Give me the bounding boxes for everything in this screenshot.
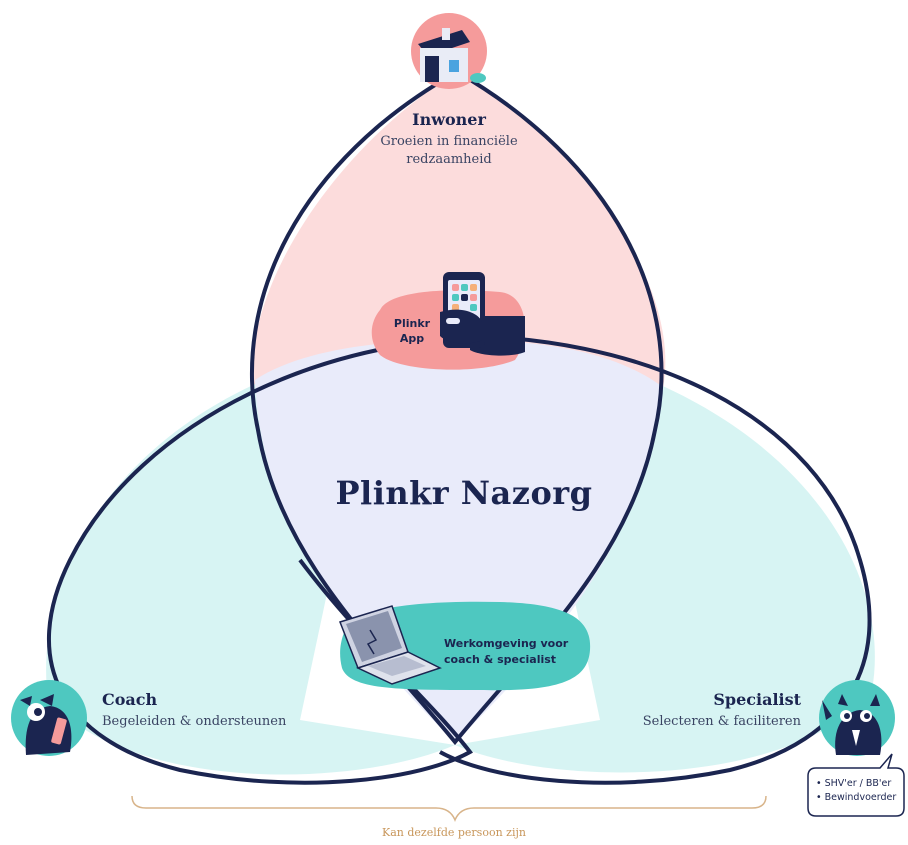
footer-note: Kan dezelfde persoon zijn xyxy=(382,826,526,839)
specialist-mascot-icon xyxy=(819,680,895,756)
bubble-line1: • SHV'er / BB'er xyxy=(816,778,892,789)
coach-title: Coach xyxy=(102,690,158,709)
app-pill-line2: App xyxy=(399,332,425,345)
work-pill-line1: Werkomgeving voor xyxy=(444,637,569,650)
speech-bubble xyxy=(807,753,905,817)
inwoner-subtitle-2: redzaamheid xyxy=(406,152,492,167)
brace xyxy=(131,795,767,822)
coach-subtitle: Begeleiden & ondersteunen xyxy=(102,714,287,729)
bubble-line2: • Bewindvoerder xyxy=(816,792,897,803)
specialist-subtitle: Selecteren & faciliteren xyxy=(642,714,801,729)
inwoner-region xyxy=(252,72,666,400)
inwoner-title: Inwoner xyxy=(412,110,486,129)
specialist-title: Specialist xyxy=(713,690,801,709)
coach-outline-2 xyxy=(429,333,872,785)
phone-icon xyxy=(440,272,485,348)
inwoner-outline xyxy=(249,69,664,746)
work-pill-line2: coach & specialist xyxy=(444,653,557,666)
laptop-icon xyxy=(339,605,442,685)
shared-center-region xyxy=(255,340,660,742)
coach-outline xyxy=(47,335,521,785)
inwoner-subtitle-1: Groeien in financiële xyxy=(380,134,518,149)
coach-mascot-icon xyxy=(11,680,87,756)
app-pill-line1: Plinkr xyxy=(393,317,431,330)
center-title: Plinkr Nazorg xyxy=(335,474,593,512)
house-icon xyxy=(411,13,487,89)
